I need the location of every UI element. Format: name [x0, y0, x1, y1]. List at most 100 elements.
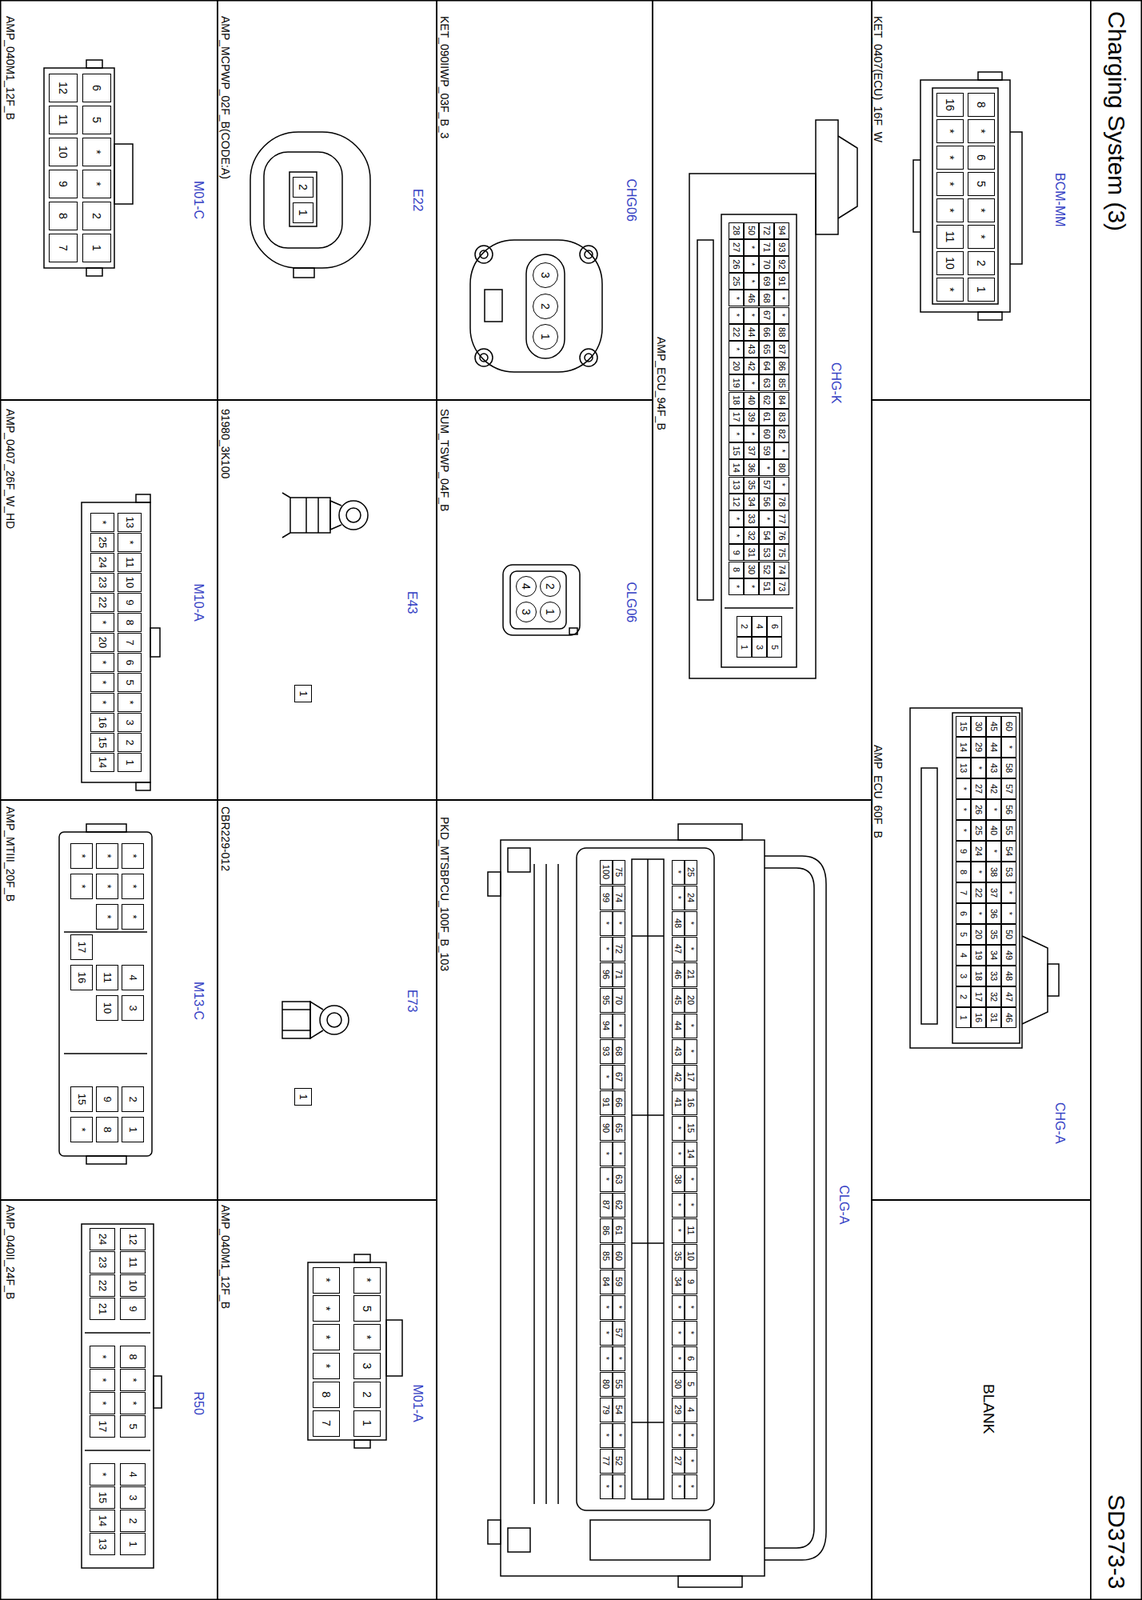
pin-number: 100 — [599, 859, 613, 885]
pin-circle: 3 — [515, 601, 537, 623]
pin-number: 75 — [774, 543, 790, 561]
pin-number: 34 — [986, 944, 1002, 966]
pin-number: 23 — [89, 1250, 116, 1274]
pin-number: 63 — [612, 1166, 626, 1192]
pin-number: 26 — [728, 255, 744, 273]
pin-number: 10 — [117, 572, 142, 592]
pin-number: 8 — [728, 561, 744, 579]
pin-number: * — [70, 1116, 93, 1142]
pin-number: * — [117, 532, 142, 552]
pin-circle: 1 — [539, 601, 561, 623]
pin-number: * — [743, 425, 759, 443]
pin-number: 53 — [1001, 861, 1017, 883]
part-number: SUM_TSWP_04F_B — [438, 408, 452, 512]
pin-number: 4 — [955, 944, 971, 966]
pin-number: 52 — [758, 561, 775, 579]
pin-number: 14 — [684, 1141, 698, 1166]
pin-number: 14 — [955, 736, 971, 758]
pin-number: 14 — [89, 1509, 116, 1532]
pin-number: 31 — [986, 1006, 1002, 1028]
pin-number: 74 — [612, 885, 626, 911]
pin-number: * — [1001, 902, 1017, 924]
pin-number: 99 — [599, 885, 613, 911]
pin-number: * — [612, 1013, 626, 1039]
connector-name: E43 — [404, 590, 420, 614]
pin-number: 6 — [684, 1345, 698, 1371]
pin-number: 3 — [955, 965, 971, 987]
pin-number: * — [671, 1141, 685, 1166]
pin-number: 8 — [117, 612, 142, 632]
pin-number: 11 — [48, 105, 78, 135]
pin-number: 8 — [967, 92, 995, 117]
pin-number: 17 — [89, 1414, 116, 1438]
pin-number: 20 — [728, 357, 744, 375]
pin-number: 17 — [728, 408, 744, 426]
blank-note: BLANK — [979, 1383, 998, 1434]
pin-number: 11 — [936, 224, 964, 249]
pin-number: 2 — [967, 251, 995, 276]
pin-number: 59 — [612, 1269, 626, 1294]
part-number: AMP_MTIII_20F_B — [3, 806, 17, 902]
pin-number: 7 — [48, 233, 78, 263]
pin-number: * — [758, 459, 775, 476]
pin-number: 50 — [743, 222, 759, 240]
pin-number: 67 — [758, 307, 775, 324]
pin-number: * — [671, 885, 685, 911]
pin-number: * — [599, 1473, 613, 1499]
pin-number: 26 — [970, 798, 987, 820]
pin-number: * — [70, 842, 93, 869]
pin-number: * — [671, 1217, 685, 1243]
connector-name: BCM-MM — [1052, 172, 1067, 228]
pin-number: 77 — [774, 510, 790, 528]
pin-number: 48 — [1001, 965, 1017, 987]
pin-number: 25 — [684, 859, 698, 885]
pin-number: 10 — [95, 994, 119, 1021]
pin-number: 11 — [95, 964, 119, 991]
pin-number: * — [955, 798, 971, 820]
pin-number: 21 — [89, 1297, 116, 1320]
pin-number: 17 — [970, 986, 987, 1007]
pin-number: 1 — [294, 684, 312, 703]
pin-number: 16 — [684, 1090, 698, 1115]
pin-number: * — [671, 1422, 685, 1448]
pin-number: 12 — [48, 73, 78, 103]
pin-number: * — [671, 1294, 685, 1320]
pin-number: 2 — [82, 201, 112, 231]
pin-number: 84 — [599, 1269, 613, 1294]
pin-number: 61 — [758, 408, 775, 426]
pin-number: * — [684, 1192, 698, 1218]
pin-number: * — [728, 578, 744, 595]
pin-number: * — [967, 224, 995, 249]
pin-number: * — [967, 119, 995, 144]
pin-number: 27 — [970, 778, 987, 799]
pin-number: 46 — [1001, 1006, 1017, 1028]
pin-number: 72 — [758, 222, 775, 240]
pin-number: * — [671, 1192, 685, 1218]
pin-number: 70 — [758, 255, 775, 273]
pin-number: 13 — [117, 512, 142, 532]
pin-number: * — [671, 1345, 685, 1371]
part-number: AMP_ECU_60F_B — [871, 744, 885, 839]
pin-number: 60 — [612, 1243, 626, 1269]
pin-number: 94 — [599, 1013, 613, 1039]
pin-number: 19 — [728, 374, 744, 392]
pin-number: * — [612, 1345, 626, 1371]
connector-name: CHG-K — [828, 362, 843, 404]
pin-number: 14 — [90, 752, 115, 772]
pin-number: 18 — [970, 965, 987, 987]
pin-number: 10 — [936, 251, 964, 276]
pin-number: 17 — [70, 934, 93, 960]
pin-number: * — [599, 1294, 613, 1320]
pin-number: 46 — [671, 962, 685, 987]
pin-number: 56 — [1001, 798, 1017, 820]
pin-number: 27 — [728, 239, 744, 256]
pin-number: 66 — [758, 323, 775, 341]
pin-number: 17 — [684, 1064, 698, 1090]
pin-number: * — [90, 652, 115, 672]
pin-number: 11 — [684, 1217, 698, 1243]
pin-number: 2 — [736, 615, 752, 637]
pin-number: 48 — [671, 910, 685, 936]
pin-number: 4 — [684, 1397, 698, 1422]
pin-number: * — [90, 612, 115, 632]
pin-number: 47 — [1001, 986, 1017, 1007]
